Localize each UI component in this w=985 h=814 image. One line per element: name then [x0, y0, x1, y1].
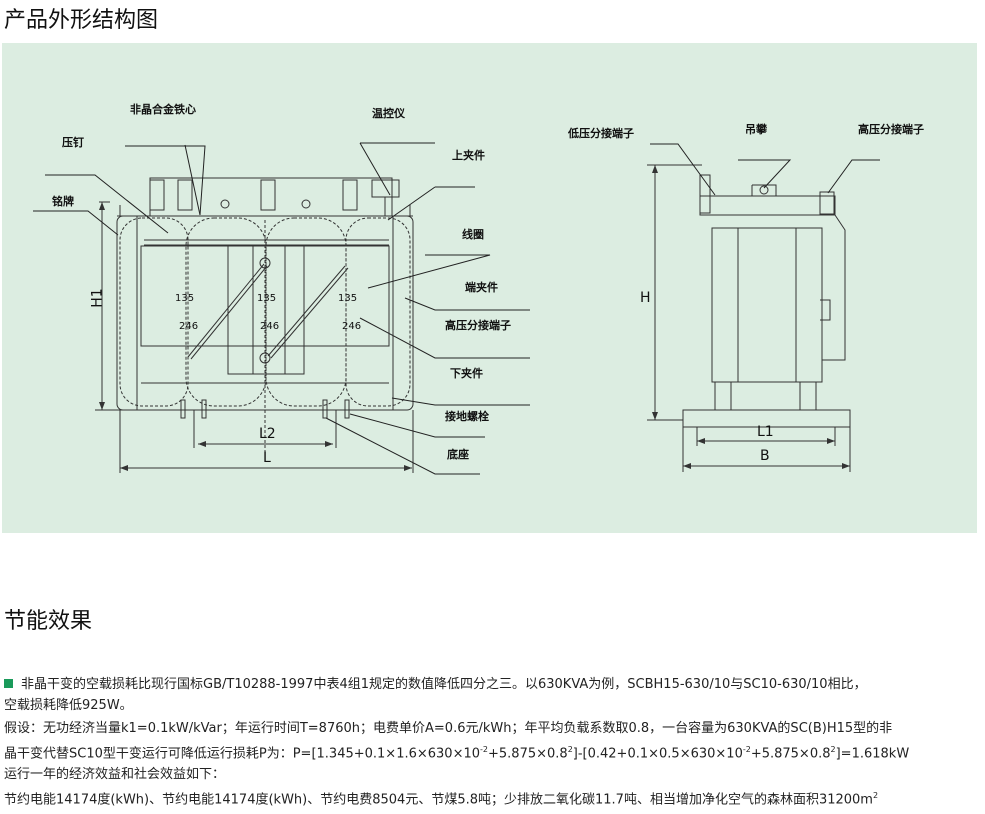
label-lower-clamp: 下夹件 [450, 367, 483, 380]
label-lifting-lug: 吊攀 [745, 123, 767, 136]
tap-135-mid: 135 [257, 293, 277, 304]
label-ground-bolt: 接地螺栓 [445, 410, 489, 423]
front-view [33, 142, 530, 475]
dim-l1: L1 [757, 424, 774, 440]
label-coil: 线圈 [462, 228, 484, 241]
tap-135-left: 135 [175, 293, 195, 304]
label-side-hv-tap: 高压分接端子 [858, 123, 924, 136]
paragraph-1: 非晶干变的空载损耗比现行国标GB/T10288-1997中表4组1规定的数值降低… [4, 677, 867, 713]
section-title-structure: 产品外形结构图 [4, 8, 159, 33]
side-view [647, 143, 880, 472]
paragraph-2: 假设：无功经济当量k1=0.1kW/kVar；年运行时间T=8760h；电费单价… [4, 721, 910, 808]
transformer-drawing [33, 142, 880, 475]
section-title-energy: 节能效果 [4, 609, 93, 634]
structure-diagram-panel: 非晶合金铁心 压钉 铭牌 温控仪 上夹件 线圈 端夹件 高压分接端子 下夹件 接… [2, 43, 977, 533]
label-core: 非晶合金铁心 [130, 103, 196, 116]
dim-l2: L2 [259, 426, 276, 442]
tap-135-right: 135 [338, 293, 358, 304]
label-press-nail: 压钉 [62, 136, 84, 149]
label-base: 底座 [447, 448, 469, 461]
label-thermostat: 温控仪 [372, 107, 405, 120]
tap-246-mid: 246 [260, 321, 280, 332]
label-upper-clamp: 上夹件 [452, 149, 485, 162]
label-hv-tap: 高压分接端子 [445, 319, 511, 332]
label-end-clamp: 端夹件 [465, 281, 498, 294]
dim-h1: H1 [89, 288, 106, 308]
tap-246-left: 246 [179, 321, 199, 332]
label-lv-tap: 低压分接端子 [568, 127, 634, 140]
label-nameplate: 铭牌 [52, 195, 74, 208]
dim-b: B [760, 448, 770, 464]
dim-h: H [640, 290, 651, 306]
tap-246-right: 246 [342, 321, 362, 332]
dim-l: L [263, 450, 271, 466]
bullet-icon [4, 679, 13, 688]
